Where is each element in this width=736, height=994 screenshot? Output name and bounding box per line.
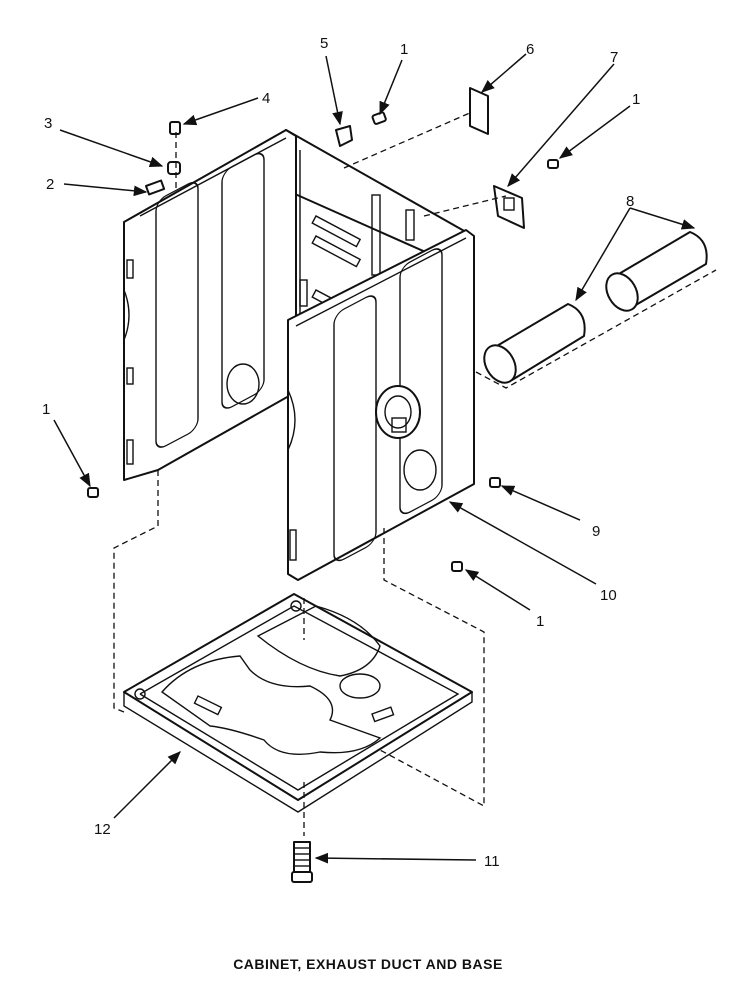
callout-6: 6	[526, 41, 534, 58]
callout-8: 8	[626, 193, 634, 210]
diagram-caption: CABINET, EXHAUST DUCT AND BASE	[233, 956, 503, 972]
callout-leaders	[53, 53, 696, 864]
callout-1-top: 1	[400, 41, 408, 58]
callout-12: 12	[94, 821, 111, 838]
cabinet-left-side-panel	[123, 129, 297, 481]
screw-part-1-bottom	[451, 561, 463, 572]
callout-3: 3	[44, 115, 52, 132]
screw-part-9	[489, 477, 501, 488]
callout-1-left: 1	[42, 401, 50, 418]
spacer-part-3	[167, 161, 181, 175]
clip-part-2	[145, 179, 166, 196]
callout-7: 7	[610, 49, 618, 66]
bracket-part-5	[335, 125, 353, 147]
callout-1-right: 1	[632, 91, 640, 108]
cabinet-base	[123, 593, 473, 813]
screw-part-1-right	[547, 159, 559, 169]
assembly-guide-lines	[113, 111, 717, 836]
callout-2: 2	[46, 176, 54, 193]
callout-9: 9	[592, 523, 600, 540]
duct-bracket-part-7	[493, 185, 525, 229]
screw-part-1-left	[87, 487, 99, 498]
label-plate-part-6	[469, 87, 489, 135]
cabinet-right-side-panel	[287, 229, 475, 581]
exhaust-duct-part-8	[483, 231, 708, 384]
callout-4: 4	[262, 90, 270, 107]
screw-part-1-top	[371, 111, 387, 125]
callout-10: 10	[600, 587, 617, 604]
callout-5: 5	[320, 35, 328, 52]
callout-1-bottom: 1	[536, 613, 544, 630]
callout-11: 11	[484, 853, 500, 870]
screw-part-4	[169, 121, 181, 135]
leveling-leg-part-11	[291, 841, 313, 883]
callout-labels: 4 3 2 5 1 6 7 1 8 1 9 10 1 12 11	[42, 35, 640, 870]
